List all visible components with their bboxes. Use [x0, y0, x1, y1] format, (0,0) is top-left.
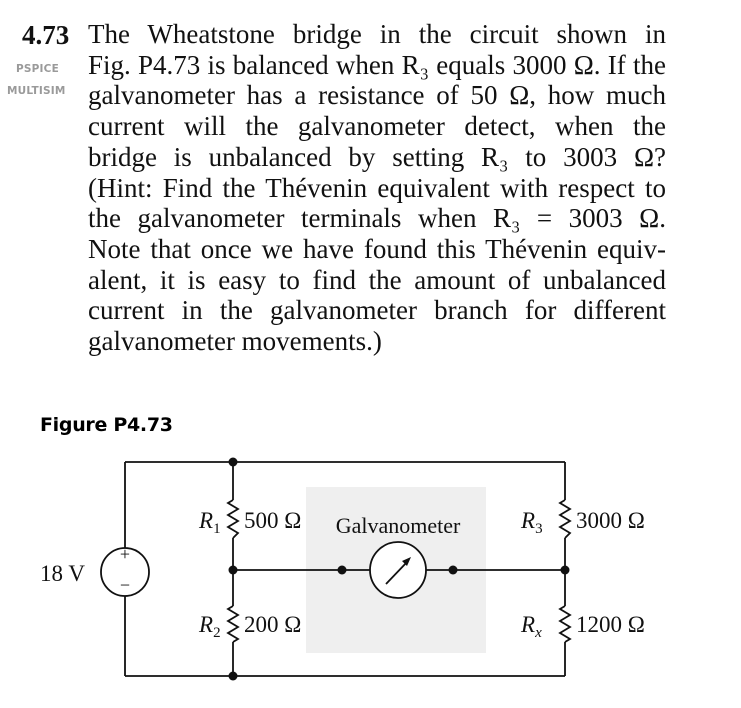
problem-line: alent, it is easy to find the amount of … — [88, 264, 666, 295]
problem-line: (Hint: Find the Thévenin equivalent with… — [88, 172, 666, 203]
junction-dot — [337, 565, 347, 575]
junction-dot — [228, 457, 238, 467]
junction-dot — [228, 671, 238, 681]
problem-number: 4.73 — [22, 20, 70, 50]
galvanometer-needle-icon — [385, 557, 411, 585]
figure-label: Figure P4.73 — [40, 414, 173, 436]
source-minus-sign: − — [120, 575, 130, 595]
voltage-source — [100, 547, 150, 597]
galvanometer-meter — [369, 541, 427, 599]
multisim-tag: MULTISIM — [7, 85, 66, 97]
source-value: 18 V — [40, 561, 85, 586]
pspice-tag: PSPICE — [16, 63, 59, 75]
problem-line: bridge is unbalanced by setting R₃ to 30… — [88, 141, 666, 172]
rx-label: Rx — [520, 612, 542, 641]
junction-dot — [448, 565, 458, 575]
rx-name: R — [520, 612, 535, 637]
r3-resistor — [558, 499, 572, 539]
problem-line: Fig. P4.73 is balanced when R₃ equals 30… — [88, 49, 666, 80]
problem-line: the galvanometer terminals when R₃ = 300… — [88, 203, 666, 234]
r1-value: 500 Ω — [244, 508, 301, 533]
junction-dots — [228, 457, 570, 681]
r1-resistor — [226, 499, 240, 539]
galvanometer-label: Galvanometer — [336, 513, 461, 538]
r2-value: 200 Ω — [244, 612, 301, 637]
rx-value: 1200 Ω — [576, 612, 645, 637]
problem-line: galvanometer movements.) — [88, 326, 382, 357]
r1-sub: 1 — [213, 521, 221, 537]
problem-line: current will the galvanometer detect, wh… — [88, 111, 666, 142]
r1-label: R1 — [198, 508, 221, 537]
source-plus-sign: + — [120, 544, 130, 564]
problem-line: current in the galvanometer branch for d… — [88, 295, 666, 326]
r3-value: 3000 Ω — [576, 508, 645, 533]
junction-dot — [228, 565, 238, 575]
problem-line: galvanometer has a resistance of 50 Ω, h… — [88, 80, 666, 111]
problem-line: The Wheatstone bridge in the circuit sho… — [88, 19, 666, 49]
r2-resistor — [226, 605, 240, 643]
r3-sub: 3 — [535, 521, 543, 537]
problem-statement: The Wheatstone bridge in the circuit sho… — [88, 19, 666, 357]
r2-label: R2 — [198, 612, 221, 641]
r2-sub: 2 — [213, 625, 221, 641]
junction-dot — [560, 565, 570, 575]
rx-sub: x — [534, 625, 542, 641]
r3-label: R3 — [520, 508, 543, 537]
rx-resistor — [558, 605, 572, 643]
r1-name: R — [198, 508, 213, 533]
r2-name: R — [198, 612, 213, 637]
r3-name: R — [520, 508, 535, 533]
problem-line: Note that once we have found this Théven… — [88, 233, 666, 264]
